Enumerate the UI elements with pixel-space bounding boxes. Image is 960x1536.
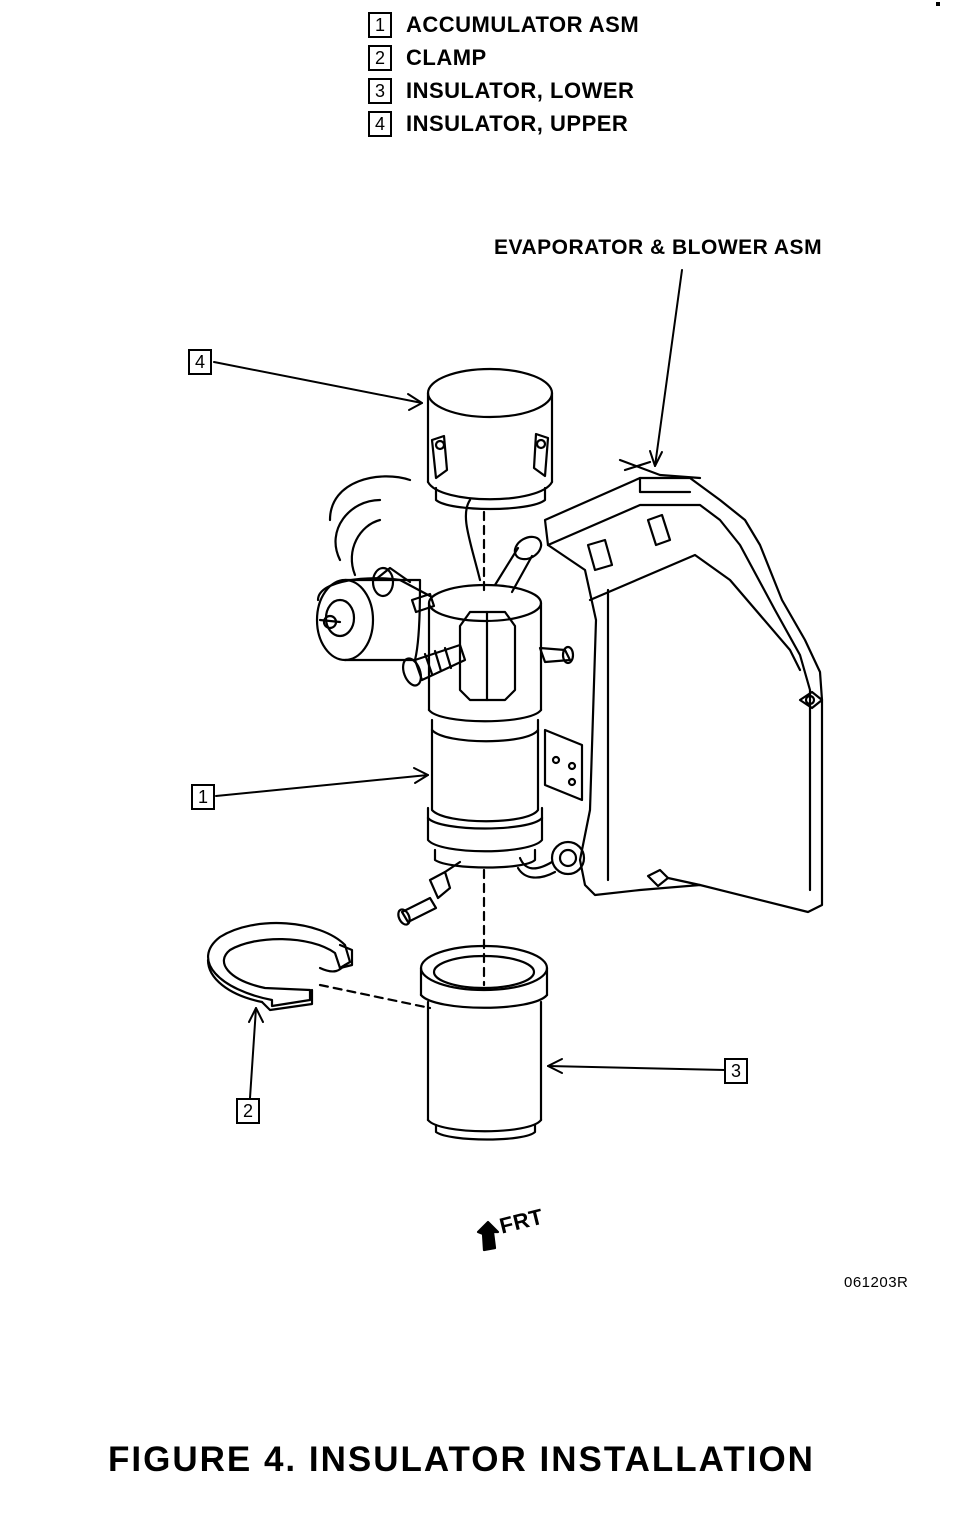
leader-arrowhead	[547, 1058, 563, 1074]
clamp-alignment-line	[318, 983, 432, 1010]
parts-legend: 1 ACCUMULATOR ASM 2 CLAMP 3 INSULATOR, L…	[368, 8, 728, 140]
leader-lower-insulator	[547, 1065, 726, 1071]
figure-id: 061203R	[844, 1274, 909, 1291]
clamp-drawing	[206, 921, 354, 1012]
evaporator-housing	[543, 458, 824, 914]
legend-label: ACCUMULATOR ASM	[406, 11, 640, 37]
leader-arrowhead	[248, 1007, 264, 1023]
blower-motor	[315, 475, 432, 662]
leader-arrowhead	[407, 393, 423, 411]
leader-evaporator	[654, 269, 683, 467]
accumulator-drawing	[397, 583, 575, 926]
legend-label: CLAMP	[406, 44, 487, 70]
callout-accumulator: 1	[191, 784, 215, 810]
leader-arrowhead	[413, 767, 429, 784]
leader-accumulator	[215, 774, 429, 797]
lower-insulator-drawing	[419, 944, 549, 1141]
legend-item-clamp: 2 CLAMP	[368, 41, 728, 74]
leader-lines	[213, 269, 726, 1099]
legend-number-box: 1	[368, 11, 392, 38]
legend-label: INSULATOR, LOWER	[406, 77, 635, 103]
leader-upper-insulator	[213, 361, 423, 404]
evaporator-label: EVAPORATOR & BLOWER ASM	[494, 236, 823, 259]
legend-number-box: 3	[368, 77, 392, 104]
callout-clamp: 2	[236, 1098, 260, 1124]
figure-caption: FIGURE 4. INSULATOR INSTALLATION	[108, 1440, 815, 1479]
legend-number-box: 4	[368, 110, 392, 137]
upper-insulator-drawing	[426, 367, 554, 511]
legend-item-lower-insulator: 3 INSULATOR, LOWER	[368, 74, 728, 107]
leader-clamp	[249, 1007, 257, 1099]
front-direction-arrow	[476, 1220, 500, 1252]
callout-lower-insulator: 3	[724, 1058, 748, 1084]
legend-label: INSULATOR, UPPER	[406, 110, 629, 136]
legend-item-upper-insulator: 4 INSULATOR, UPPER	[368, 107, 728, 140]
legend-item-accumulator: 1 ACCUMULATOR ASM	[368, 8, 728, 41]
inlet-tube	[464, 498, 543, 594]
legend-number-box: 2	[368, 44, 392, 71]
callout-upper-insulator: 4	[188, 349, 212, 375]
speck-mark	[936, 2, 940, 6]
leader-arrowhead	[649, 450, 663, 467]
